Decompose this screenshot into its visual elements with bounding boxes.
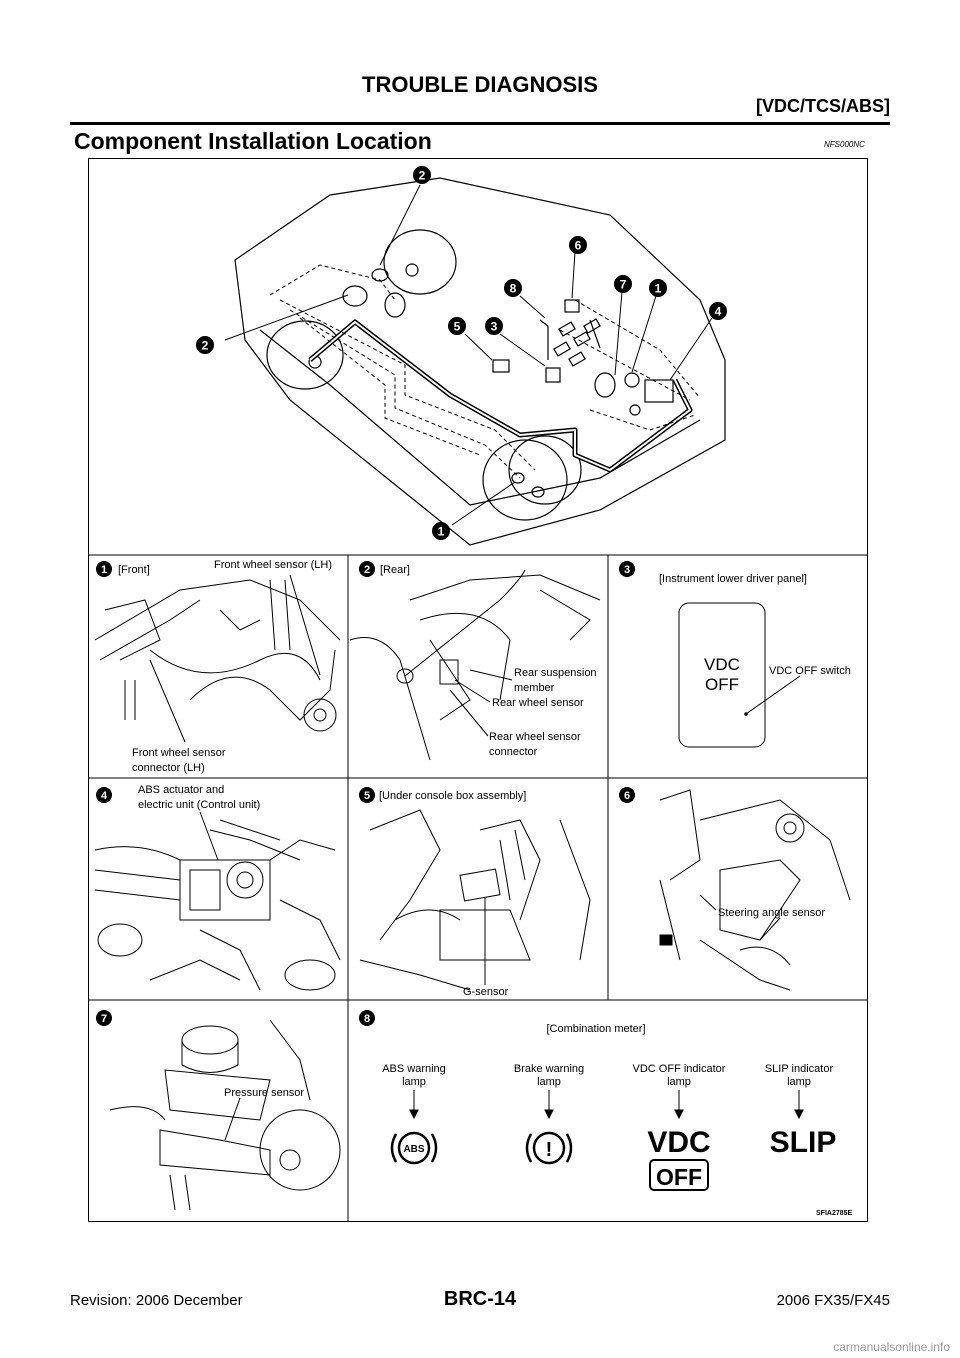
brake-warning-lamp-symbol: [525, 1131, 573, 1165]
panel-5-label: G-sensor: [463, 986, 509, 998]
section-code: NFS000NC: [824, 140, 865, 149]
panel-2-title: [Rear]: [380, 564, 410, 576]
panel-1-label-sensor: Front wheel sensor (LH): [214, 559, 332, 571]
abs-symbol-text: ABS: [403, 1144, 424, 1155]
panel-pressure-sensor: 7 Pressure sensor: [96, 1010, 341, 1211]
panel-2-number: 2: [364, 564, 370, 576]
panel-4-label-2: electric unit (Control unit): [138, 799, 260, 811]
callout-4-text: 4: [715, 305, 722, 319]
callout-1-bottom: 1: [432, 522, 450, 540]
panel-front-wheel-sensor: 1 [Front] Front wheel sensor (LH) Front …: [94, 559, 341, 774]
callout-4: 4: [709, 302, 727, 320]
header-rule: [70, 122, 890, 125]
vdc-off-lamp-label-2: lamp: [667, 1076, 691, 1088]
footer-model: 2006 FX35/FX45: [776, 1292, 890, 1309]
callout-6-text: 6: [575, 239, 582, 253]
panel-1-label-connector-1: Front wheel sensor: [132, 747, 226, 759]
figure-code: SFIA2785E: [816, 1210, 853, 1217]
callout-2-left-text: 2: [202, 339, 209, 353]
panel-7-label: Pressure sensor: [224, 1087, 304, 1099]
panel-abs-actuator: 4 ABS actuator and electric unit (Contro…: [94, 784, 341, 991]
callout-7: 7: [614, 275, 632, 293]
brake-lamp-label-2: lamp: [537, 1076, 561, 1088]
panel-6-label: Steering angle sensor: [718, 907, 825, 919]
figure-frame: [88, 158, 868, 1222]
page-header-title: TROUBLE DIAGNOSIS: [362, 72, 598, 97]
callout-8: 8: [504, 279, 522, 297]
panel-1-label-connector-2: connector (LH): [132, 762, 205, 774]
panel-1-title: [Front]: [118, 564, 150, 576]
detail-grid: [88, 554, 868, 1222]
callout-1-bottom-text: 1: [438, 525, 445, 539]
panel-2-label-connector-2: connector: [489, 746, 538, 758]
panel-steering-angle-sensor: 6 Steering angle sensor: [619, 787, 851, 991]
brake-lamp-label-1: Brake warning: [514, 1063, 584, 1075]
panel-rear-wheel-sensor: 2 [Rear] Rear suspension member Rear whe…: [349, 561, 601, 761]
panel-8-number: 8: [364, 1013, 370, 1025]
callout-3-text: 3: [491, 320, 498, 334]
panel-g-sensor: 5 [Under console box assembly] G-sensor: [359, 787, 591, 998]
brake-symbol-exclamation: !: [546, 1139, 553, 1161]
callout-2-top-text: 2: [419, 169, 426, 183]
abs-warning-lamp-symbol: [390, 1131, 438, 1165]
panel-6-number: 6: [624, 790, 630, 802]
slip-lamp-label-1: SLIP indicator: [765, 1063, 834, 1075]
panel-4-label-1: ABS actuator and: [138, 784, 224, 796]
callout-6: 6: [569, 236, 587, 254]
vdc-off-switch-line2: OFF: [705, 675, 739, 694]
panel-5-number: 5: [364, 790, 370, 802]
panel-2-label-connector-1: Rear wheel sensor: [489, 731, 581, 743]
vdc-off-lamp-label-1: VDC OFF indicator: [633, 1063, 726, 1075]
callout-2-left: 2: [196, 336, 214, 354]
panel-2-label-member-1: Rear suspension: [514, 667, 597, 679]
abs-lamp-label-2: lamp: [402, 1076, 426, 1088]
watermark: carmanualsonline.info: [833, 1340, 950, 1354]
overview-vehicle: [224, 177, 726, 546]
panel-vdc-off-switch: 3 [Instrument lower driver panel] VDC OF…: [619, 561, 851, 748]
panel-combination-meter: 8 [Combination meter] ABS warning lamp B…: [359, 1010, 837, 1191]
panel-3-title: [Instrument lower driver panel]: [659, 573, 807, 585]
section-title: Component Installation Location: [74, 128, 432, 154]
page-header-section: [VDC/TCS/ABS]: [756, 96, 890, 116]
panel-4-number: 4: [101, 790, 108, 802]
panel-5-title: [Under console box assembly]: [379, 790, 526, 802]
off-indicator-text: OFF: [656, 1164, 702, 1190]
callout-1-top: 1: [649, 279, 667, 297]
callout-5-text: 5: [454, 320, 461, 334]
panel-8-title: [Combination meter]: [546, 1023, 645, 1035]
off-indicator-box: [649, 1159, 709, 1191]
panel-3-number: 3: [624, 564, 630, 576]
panel-2-label-member-2: member: [514, 682, 555, 694]
panel-7-number: 7: [101, 1013, 107, 1025]
abs-lamp-label-1: ABS warning: [382, 1063, 446, 1075]
vdc-indicator-text: VDC: [647, 1126, 710, 1159]
callout-8-text: 8: [510, 282, 517, 296]
callout-7-text: 7: [620, 278, 627, 292]
overview-callouts: 2 2 6 8 7 1 4 5 3 1: [196, 166, 727, 540]
callout-2-top: 2: [413, 166, 431, 184]
footer-revision: Revision: 2006 December: [70, 1292, 243, 1309]
callout-5: 5: [448, 317, 466, 335]
callout-1-top-text: 1: [655, 282, 662, 296]
panel-1-number: 1: [101, 564, 107, 576]
vdc-off-switch: [678, 602, 766, 748]
slip-indicator-text: SLIP: [770, 1126, 837, 1159]
slip-lamp-label-2: lamp: [787, 1076, 811, 1088]
footer-page-number: BRC-14: [443, 1288, 517, 1310]
vdc-off-switch-line1: VDC: [704, 655, 740, 674]
panel-3-label: VDC OFF switch: [769, 665, 851, 677]
callout-3: 3: [485, 317, 503, 335]
panel-2-label-sensor: Rear wheel sensor: [492, 697, 584, 709]
